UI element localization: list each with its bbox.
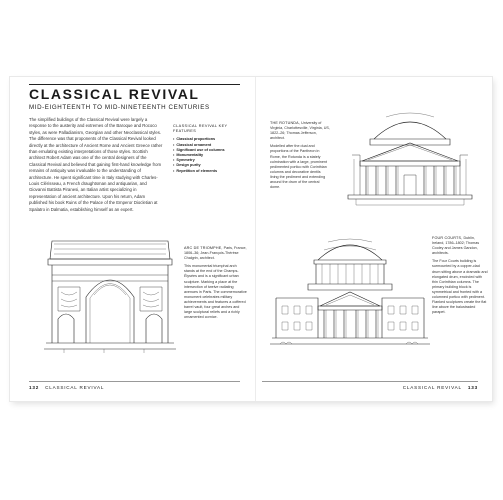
feature-item: Monumentality	[173, 153, 247, 158]
intro-text: The simplified buildings of the Classica…	[29, 117, 163, 212]
arc-caption-meta: Paris, France, 1806–36; Jean-François-Th…	[184, 246, 247, 261]
arc-de-triomphe-sketch	[44, 235, 176, 361]
four-courts-caption-desc: The Four Courts building is surmounted b…	[432, 259, 488, 315]
feature-item: Significant use of columns	[173, 148, 247, 153]
rotunda-caption-desc: Modelled after the dual and proportions …	[270, 144, 327, 190]
feature-item: Design purity	[173, 163, 247, 168]
footer-rule-right	[262, 381, 478, 382]
chapter-subtitle: Mid-eighteenth to mid-nineteenth centuri…	[29, 104, 210, 111]
rotunda-caption-title: The Rotunda,	[270, 121, 301, 125]
folio-left: 132 Classical Revival	[29, 385, 104, 390]
feature-item: Classical proportions	[173, 137, 247, 142]
arc-caption: Arc de Triomphe, Paris, France, 1806–36;…	[184, 246, 248, 323]
title-rule	[29, 84, 240, 85]
four-courts-caption: Four Courts, Dublin, Ireland, 1786–1802;…	[432, 236, 488, 318]
right-page: The Rotunda, University of Virginia, Cha…	[256, 77, 492, 401]
rotunda-sketch	[346, 109, 474, 207]
book-spread: CLASSICAL REVIVAL Mid-eighteenth to mid-…	[10, 77, 492, 401]
key-features-box: Classical revival key features Classical…	[173, 124, 247, 174]
four-courts-sketch	[272, 234, 428, 352]
rotunda-caption-meta: University of Virginia, Charlottesville,…	[270, 121, 330, 141]
folio-right: Classical Revival 133	[403, 385, 478, 390]
arc-caption-desc: This monumental triumphal arch stands at…	[184, 264, 247, 320]
page-number-left: 132	[29, 385, 40, 390]
feature-item: Symmetry	[173, 158, 247, 163]
feature-item: Repetition of elements	[173, 169, 247, 174]
feature-item: Classical ornament	[173, 143, 247, 148]
arc-caption-title: Arc de Triomphe,	[184, 246, 223, 250]
left-page: CLASSICAL REVIVAL Mid-eighteenth to mid-…	[10, 77, 255, 401]
chapter-title: CLASSICAL REVIVAL	[29, 86, 200, 102]
running-head-right: Classical Revival	[402, 385, 462, 390]
rotunda-caption: The Rotunda, University of Virginia, Cha…	[270, 121, 330, 193]
key-features-list: Classical proportions Classical ornament…	[173, 137, 247, 173]
gutter	[255, 77, 256, 401]
footer-rule-left	[29, 381, 240, 382]
key-features-title: Classical revival key features	[173, 124, 228, 134]
running-head-left: Classical Revival	[45, 385, 105, 390]
four-courts-caption-title: Four Courts,	[432, 236, 463, 240]
page-number-right: 133	[467, 385, 478, 390]
four-courts-caption-meta: Dublin, Ireland, 1786–1802; Thomas Coole…	[432, 236, 480, 256]
